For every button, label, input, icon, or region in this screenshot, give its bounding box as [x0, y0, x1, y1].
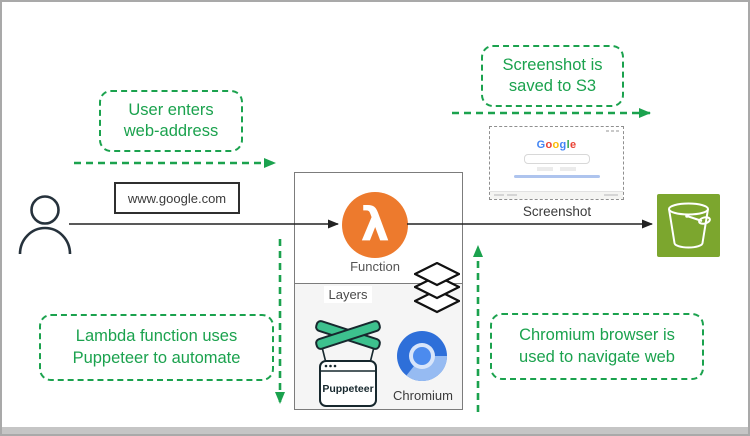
window-bottom-bar — [2, 427, 748, 434]
mini-search-bar — [523, 154, 590, 164]
callout-chromium-line1: Chromium browser is — [519, 326, 675, 345]
layers-stack-icon — [414, 262, 460, 314]
callout-user-line2: web-address — [123, 122, 219, 140]
callout-s3-line1: Screenshot is — [502, 55, 603, 74]
thumb-window-controls — [606, 130, 619, 132]
callout-user-line1: User enters — [128, 100, 214, 119]
mini-footer — [490, 191, 623, 199]
s3-bucket-icon — [657, 194, 720, 257]
callout-screenshot-saved: Screenshot is saved to S3 — [481, 45, 624, 107]
chromium-icon — [397, 331, 447, 381]
callout-lambda-line2: Puppeteer to automate — [72, 348, 241, 367]
callout-chromium-line2: used to navigate web — [519, 347, 675, 366]
mini-buttons — [490, 167, 623, 171]
url-textbox: www.google.com — [114, 182, 240, 214]
url-text: www.google.com — [127, 190, 227, 206]
layers-label: Layers — [295, 286, 401, 304]
callout-lambda-line1: Lambda function uses — [75, 327, 238, 346]
callout-lambda-puppeteer: Lambda function uses Puppeteer to automa… — [39, 314, 274, 381]
puppeteer-label: Puppeteer — [322, 383, 373, 395]
user-person-icon — [18, 195, 72, 255]
callout-s3-line2: saved to S3 — [508, 77, 597, 95]
callout-user-enters: User enters web-address — [99, 90, 243, 152]
puppeteer-icon: Puppeteer — [315, 320, 381, 407]
screenshot-thumbnail: Google — [489, 126, 624, 200]
screenshot-label: Screenshot — [522, 204, 592, 219]
lambda-container-box: λ Function Layers Puppeteer — [294, 172, 463, 410]
mini-link-text — [513, 175, 600, 178]
google-logo: Google — [536, 139, 577, 151]
aws-lambda-icon: λ — [342, 192, 408, 258]
chromium-label: Chromium — [393, 388, 453, 403]
lambda-symbol: λ — [360, 197, 390, 251]
function-label: Function — [350, 259, 400, 274]
callout-chromium-navigate: Chromium browser is used to navigate web — [490, 313, 704, 380]
